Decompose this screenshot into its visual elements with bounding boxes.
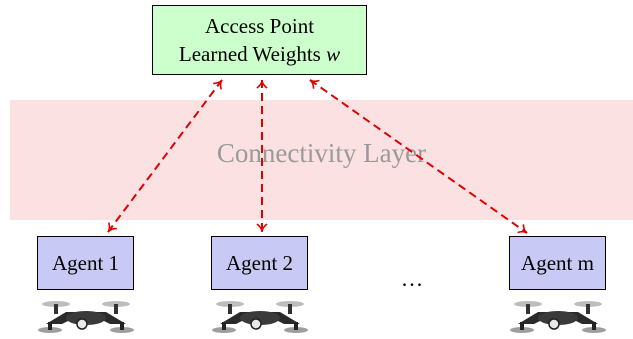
link-agent-1 <box>107 79 223 233</box>
agent-m-box: Agent m <box>509 236 606 290</box>
access-point-box: Access Point Learned Weights w <box>152 5 367 75</box>
learned-weights-text: Learned Weights <box>178 42 327 66</box>
agent-1-box: Agent 1 <box>37 236 134 290</box>
access-point-title: Access Point <box>204 14 315 38</box>
drone-icon <box>38 301 134 333</box>
drone-icon <box>212 301 308 333</box>
link-agent-m <box>309 79 528 234</box>
drone-icon <box>510 301 606 333</box>
weights-variable: w <box>326 42 341 66</box>
agent-2-box: Agent 2 <box>211 236 308 290</box>
learned-weights-label: Learned Weights w <box>153 40 366 68</box>
ellipsis: ... <box>401 266 425 291</box>
